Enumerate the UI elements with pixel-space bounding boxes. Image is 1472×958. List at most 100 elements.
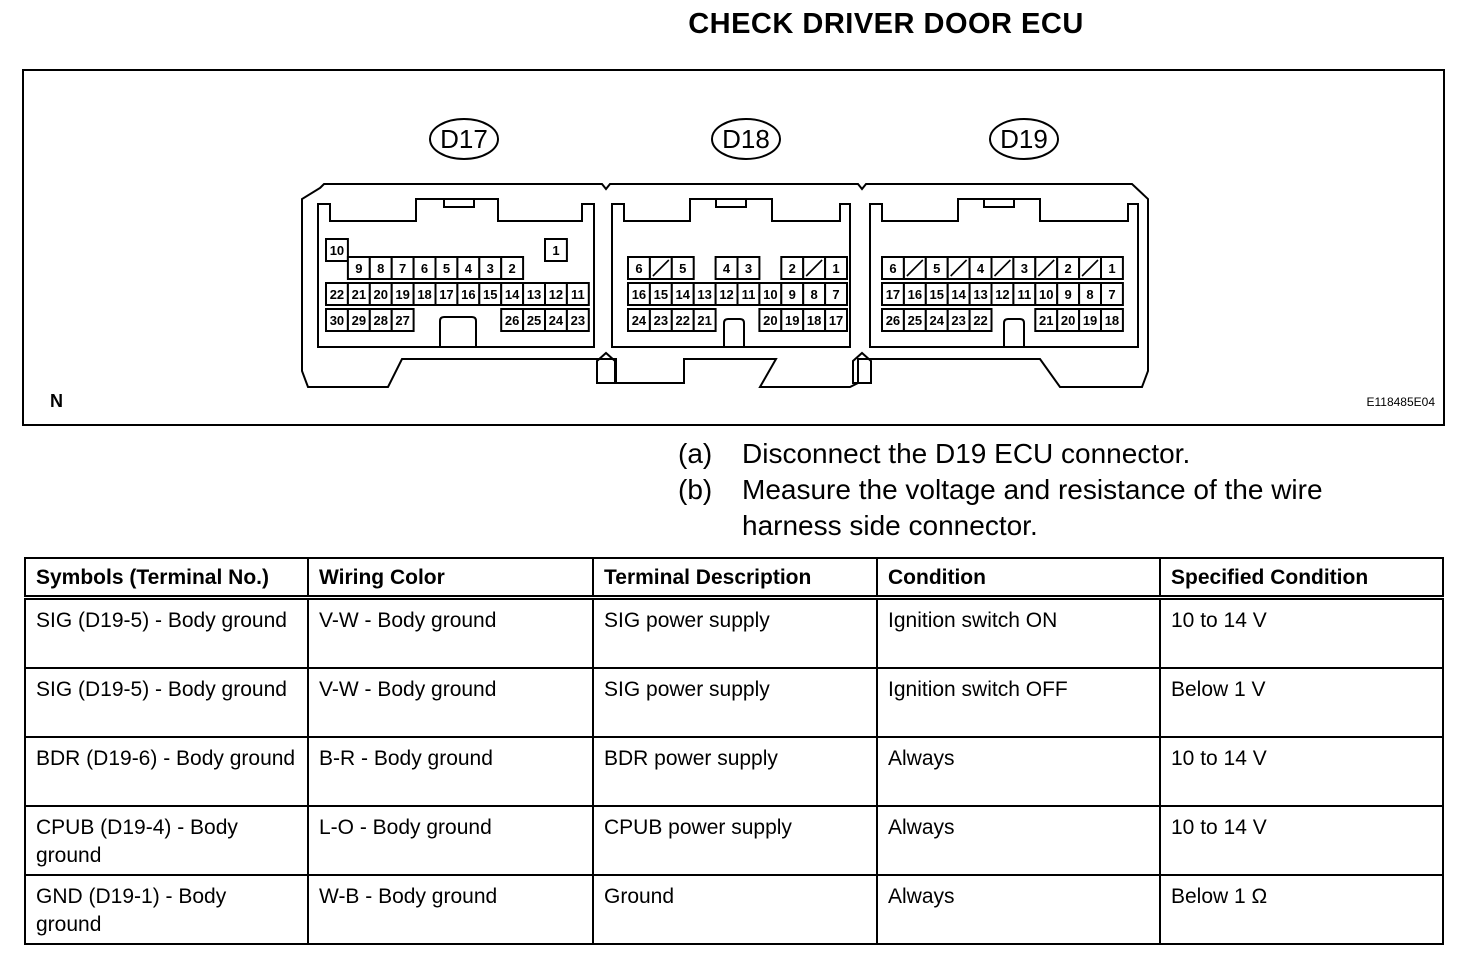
svg-text:25: 25 (908, 313, 922, 328)
pin-d17-2: 2 (500, 256, 525, 280)
pin-d17-24: 24 (544, 308, 568, 332)
cell-condition: Always (876, 736, 1161, 807)
pin-d19-17: 17 (881, 282, 905, 306)
pin-d17-5: 5 (434, 256, 459, 280)
svg-text:2: 2 (1065, 261, 1072, 276)
cell-wiring-color: V-W - Body ground (307, 596, 594, 669)
cell-specified-condition: Below 1 Ω (1159, 874, 1444, 945)
svg-text:4: 4 (977, 261, 985, 276)
svg-text:24: 24 (930, 313, 945, 328)
svg-text:5: 5 (679, 261, 686, 276)
cell-terminal-description: Ground (592, 874, 878, 945)
pin-d18-8: 8 (802, 282, 827, 306)
pin-d18-10: 10 (758, 282, 783, 306)
pin-d17-11: 11 (565, 282, 590, 306)
svg-text:15: 15 (483, 287, 497, 302)
svg-text:19: 19 (1083, 313, 1097, 328)
svg-text:1: 1 (1108, 261, 1115, 276)
connector-label-text: D18 (722, 124, 770, 154)
pin-d19-26: 26 (881, 308, 905, 332)
pin-d18-16: 16 (627, 282, 651, 306)
svg-text:5: 5 (933, 261, 940, 276)
svg-text:14: 14 (676, 287, 691, 302)
svg-text:12: 12 (995, 287, 1009, 302)
svg-text:19: 19 (785, 313, 799, 328)
cell-wiring-color: L-O - Body ground (307, 805, 594, 876)
pin-d17-16: 16 (456, 282, 481, 306)
header-symbols: Symbols (Terminal No.) (24, 557, 309, 600)
svg-text:2: 2 (509, 261, 516, 276)
pin-d18-2: 2 (780, 256, 805, 280)
svg-text:3: 3 (745, 261, 752, 276)
svg-text:23: 23 (571, 313, 585, 328)
pin-d19-15: 15 (924, 282, 949, 306)
svg-text:8: 8 (1086, 287, 1093, 302)
svg-text:13: 13 (973, 287, 987, 302)
pin-d17-27: 27 (390, 308, 415, 332)
connector-label-ellipse (429, 118, 499, 160)
cell-symbols: GND (D19-1) - Body ground (24, 874, 309, 945)
pin-d19-11: 11 (1012, 282, 1037, 306)
pin-d19-14: 14 (946, 282, 971, 306)
svg-text:10: 10 (330, 243, 344, 258)
pin-d18-23: 23 (648, 308, 673, 332)
svg-text:18: 18 (1105, 313, 1119, 328)
connector-label-d18: D18 (711, 118, 781, 160)
pin-d19-1: 1 (1100, 256, 1124, 280)
pin-d17-17: 17 (434, 282, 459, 306)
svg-text:8: 8 (811, 287, 818, 302)
pin-d17-12: 12 (544, 282, 568, 306)
figure-code: E118485E04 (1366, 395, 1435, 409)
cell-wiring-color: V-W - Body ground (307, 667, 594, 738)
pin-d19-unused (1034, 256, 1059, 280)
svg-text:21: 21 (697, 313, 711, 328)
pin-d19-19: 19 (1078, 308, 1102, 332)
svg-text:27: 27 (395, 313, 409, 328)
table-row: SIG (D19-5) - Body ground V-W - Body gro… (24, 667, 1444, 738)
cell-symbols: BDR (D19-6) - Body ground (24, 736, 309, 807)
table-header-row: Symbols (Terminal No.) Wiring Color Term… (24, 557, 1444, 600)
cell-condition: Ignition switch ON (876, 596, 1161, 669)
cell-specified-condition: 10 to 14 V (1159, 596, 1444, 669)
pin-d18-4: 4 (714, 256, 739, 280)
pin-d19-unused (902, 256, 927, 280)
pin-d17-10: 10 (325, 238, 349, 262)
svg-text:15: 15 (654, 287, 668, 302)
pin-d17-7: 7 (390, 256, 415, 280)
svg-text:22: 22 (676, 313, 690, 328)
cell-wiring-color: B-R - Body ground (307, 736, 594, 807)
svg-text:2: 2 (789, 261, 796, 276)
svg-text:18: 18 (807, 313, 821, 328)
svg-text:3: 3 (487, 261, 494, 276)
pin-d17-1: 1 (544, 238, 568, 262)
pin-d17-9: 9 (346, 256, 371, 280)
step-a: (a) Disconnect the D19 ECU connector. (678, 436, 1422, 472)
cell-symbols: SIG (D19-5) - Body ground (24, 596, 309, 669)
cell-terminal-description: CPUB power supply (592, 805, 878, 876)
svg-text:1: 1 (552, 243, 559, 258)
pin-d18-5: 5 (670, 256, 695, 280)
pin-d17-28: 28 (368, 308, 393, 332)
cell-condition: Always (876, 805, 1161, 876)
pin-d18-9: 9 (780, 282, 805, 306)
pin-d19-18: 18 (1100, 308, 1124, 332)
svg-text:14: 14 (951, 287, 966, 302)
table-row: GND (D19-1) - Body ground W-B - Body gro… (24, 874, 1444, 945)
pin-d19-5: 5 (924, 256, 949, 280)
step-text: Disconnect the D19 ECU connector. (742, 438, 1191, 469)
cell-specified-condition: 10 to 14 V (1159, 736, 1444, 807)
pin-d19-22: 22 (968, 308, 993, 332)
pin-d18-18: 18 (802, 308, 827, 332)
pin-d19-12: 12 (990, 282, 1015, 306)
pin-d19-3: 3 (1012, 256, 1037, 280)
svg-text:26: 26 (505, 313, 519, 328)
connector-label-text: D19 (1000, 124, 1048, 154)
cell-wiring-color: W-B - Body ground (307, 874, 594, 945)
spec-table: Symbols (Terminal No.) Wiring Color Term… (24, 557, 1444, 945)
header-terminal-description: Terminal Description (592, 557, 878, 600)
svg-text:6: 6 (635, 261, 642, 276)
step-marker: (a) (678, 438, 713, 469)
pin-d19-21: 21 (1034, 308, 1059, 332)
svg-text:30: 30 (330, 313, 344, 328)
